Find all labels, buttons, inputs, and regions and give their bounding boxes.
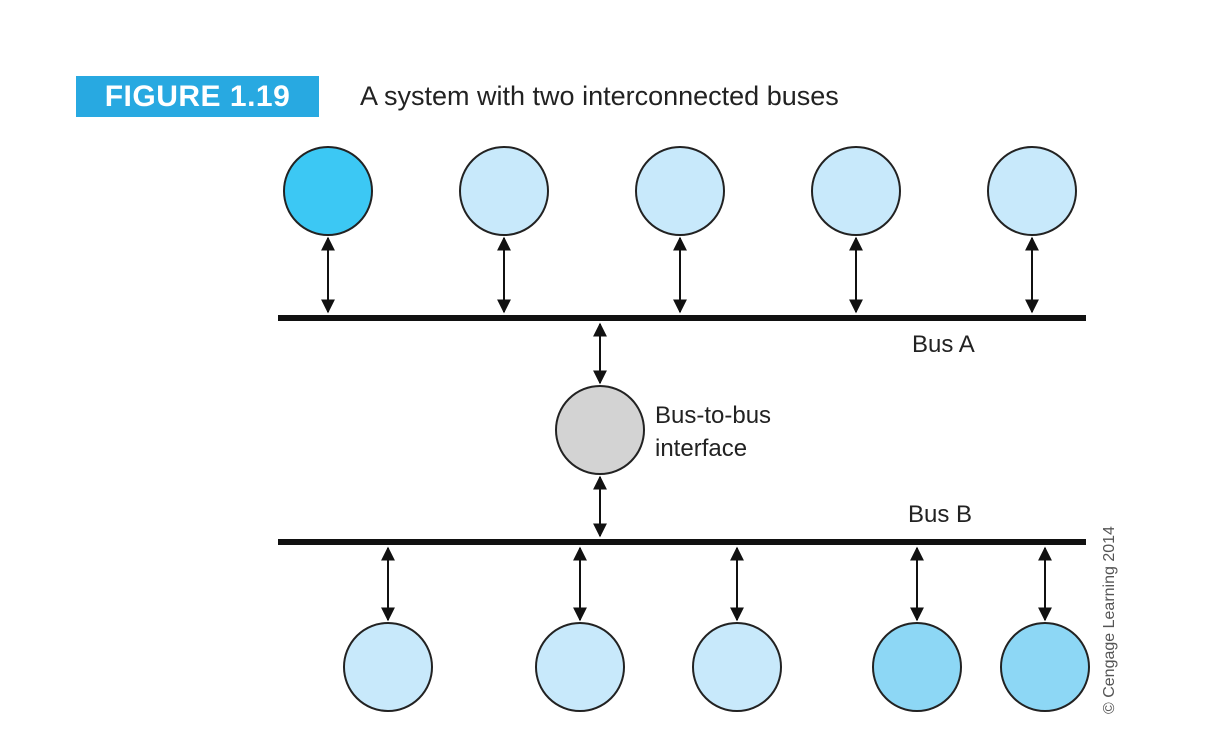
bus-a-node — [635, 146, 725, 236]
bus-b-node — [1000, 622, 1090, 712]
copyright-notice: © Cengage Learning 2014 — [1101, 526, 1118, 714]
bus-to-bus-interface-node — [555, 385, 645, 475]
figure-number-badge: FIGURE 1.19 — [76, 76, 319, 117]
interface-label-line1: Bus-to-bus — [655, 402, 771, 429]
bus-a-label: Bus A — [912, 331, 975, 358]
bus-a-node — [987, 146, 1077, 236]
bus-b-node — [535, 622, 625, 712]
bus-b-node — [692, 622, 782, 712]
bus-a-node — [811, 146, 901, 236]
interface-label-line2: interface — [655, 435, 747, 462]
bus-b-node — [343, 622, 433, 712]
bus-b-node — [872, 622, 962, 712]
bus-a-node — [459, 146, 549, 236]
bus-a-node — [283, 146, 373, 236]
bus-b-label: Bus B — [908, 501, 972, 528]
figure-caption: A system with two interconnected buses — [360, 81, 839, 111]
